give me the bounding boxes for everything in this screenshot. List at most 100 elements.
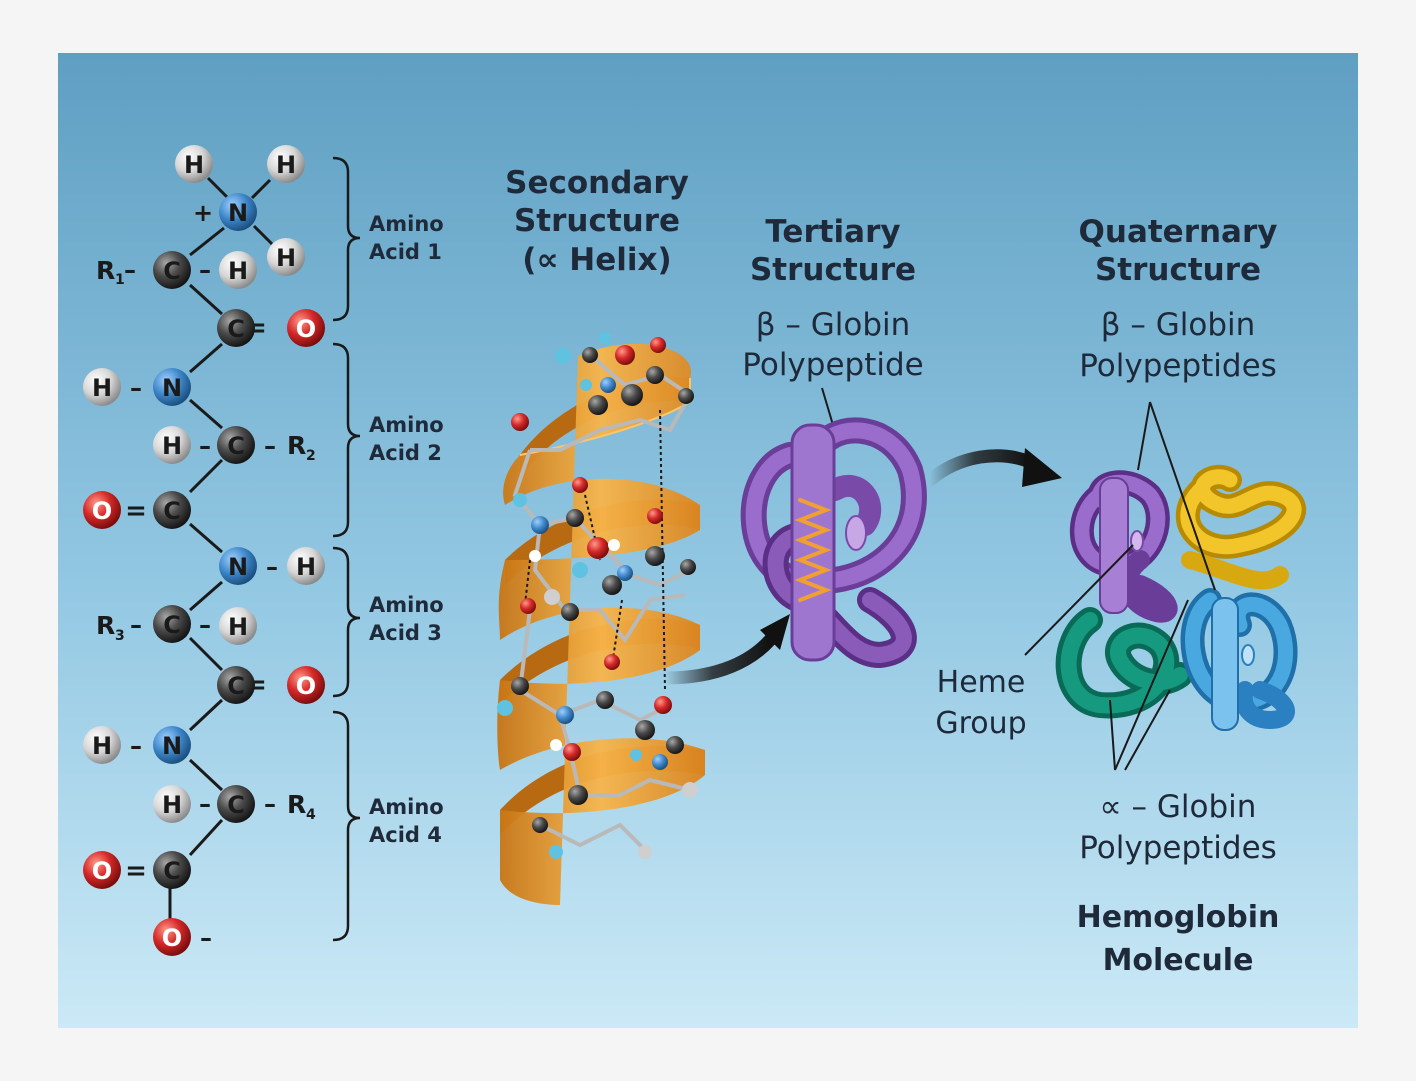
bond-n-h-3: – [266, 553, 278, 581]
secondary-title-line1: Secondary [505, 165, 689, 201]
svg-text:H: H [184, 151, 204, 179]
atom-c: C [217, 785, 255, 823]
svg-text:H: H [162, 432, 182, 460]
quaternary-pointers [1024, 401, 1216, 771]
atom-c: C [153, 851, 191, 889]
quaternary-title-line2: Structure [1095, 252, 1261, 288]
svg-text:C: C [163, 257, 181, 285]
svg-text:C: C [227, 432, 245, 460]
minus-charge: – [200, 924, 212, 952]
svg-text:N: N [228, 199, 248, 227]
atom-o: O [83, 491, 121, 529]
heme-label-line2: Group [935, 706, 1026, 741]
helix-ball-atoms [497, 332, 698, 859]
tertiary-subtitle-line2: Polypeptide [742, 347, 923, 383]
atom-n: N [219, 193, 257, 231]
bond-h-c-4: – [199, 790, 211, 818]
double-bond-2: = [125, 496, 147, 526]
atom-o: O [153, 918, 191, 956]
brace-label-3-line1: Amino [369, 593, 444, 617]
alpha-globin-line2: Polypeptides [1079, 830, 1277, 866]
svg-text:R: R [287, 431, 306, 460]
atom-h: H [153, 426, 191, 464]
svg-text:3: 3 [115, 628, 125, 644]
tertiary-subtitle-line1: β – Globin [756, 307, 911, 343]
brace-2 [332, 342, 361, 538]
svg-text:H: H [162, 791, 182, 819]
brace-3 [332, 546, 361, 698]
heme-label-line1: Heme [937, 665, 1026, 700]
atom-h: H [267, 238, 305, 276]
brace-4 [332, 710, 361, 942]
atom-h: H [219, 607, 257, 645]
bond-c-h: – [199, 256, 211, 284]
svg-text:N: N [162, 732, 182, 760]
atom-c: C [153, 491, 191, 529]
svg-text:R: R [96, 611, 115, 640]
hemoglobin-label-line1: Hemoglobin [1077, 900, 1280, 935]
svg-text:4: 4 [306, 807, 316, 823]
svg-text:O: O [296, 672, 316, 700]
brace-label-2-line2: Acid 2 [369, 441, 442, 465]
svg-text:C: C [227, 791, 245, 819]
alpha-globin-line1: ∝ – Globin [1100, 789, 1257, 825]
tertiary-title-line2: Structure [750, 252, 916, 288]
atom-c: C [153, 605, 191, 643]
atom-h: H [83, 726, 121, 764]
atom-n: N [153, 726, 191, 764]
svg-text:C: C [163, 497, 181, 525]
svg-text:1: 1 [115, 272, 125, 288]
atom-h: H [175, 145, 213, 183]
atom-h: H [153, 785, 191, 823]
svg-text:O: O [92, 497, 112, 525]
svg-text:R: R [96, 256, 115, 285]
atom-c: C [217, 426, 255, 464]
arrow-helix-to-tertiary [658, 614, 790, 685]
bond-r1-c: – [124, 256, 136, 284]
primary-structure: – – = – – – = – – – = – – – = H H + N H … [83, 145, 325, 956]
brace-label-3-line2: Acid 3 [369, 621, 442, 645]
tertiary-title-line1: Tertiary [765, 214, 900, 250]
plus-charge: + [193, 199, 213, 227]
brace-label-4-line2: Acid 4 [369, 823, 442, 847]
svg-text:C: C [163, 611, 181, 639]
bond-c-r2: – [264, 432, 276, 460]
atom-h: H [267, 145, 305, 183]
beta-globin-tertiary [740, 417, 927, 669]
svg-text:O: O [296, 315, 316, 343]
svg-text:O: O [92, 857, 112, 885]
atom-c: C [217, 666, 255, 704]
svg-text:H: H [92, 732, 112, 760]
atom-c: C [217, 309, 255, 347]
double-bond-4: = [125, 856, 147, 886]
atom-c: C [153, 251, 191, 289]
svg-text:R: R [287, 790, 306, 819]
svg-text:H: H [276, 244, 296, 272]
bond-r3-c: – [130, 611, 142, 639]
atom-h: H [219, 251, 257, 289]
bond-h-n-4: – [130, 732, 142, 760]
svg-text:N: N [228, 553, 248, 581]
brace-label-4-line1: Amino [369, 795, 444, 819]
arrow-tertiary-to-quaternary [923, 448, 1062, 487]
quaternary-subtitle-line2: Polypeptides [1079, 348, 1277, 384]
chain-bonds [168, 176, 274, 920]
amino-acid-braces [332, 156, 361, 942]
quaternary-subtitle-line1: β – Globin [1101, 307, 1256, 343]
svg-text:C: C [227, 672, 245, 700]
brace-label-2-line1: Amino [369, 413, 444, 437]
hemoglobin-label-line2: Molecule [1103, 943, 1254, 978]
atom-n: N [219, 547, 257, 585]
svg-text:C: C [163, 857, 181, 885]
secondary-title-line2: Structure [514, 203, 680, 239]
svg-text:H: H [296, 553, 316, 581]
tertiary-pointer [821, 387, 834, 426]
svg-text:C: C [227, 315, 245, 343]
bond-c-r4: – [264, 790, 276, 818]
bond-h-c-2: – [199, 432, 211, 460]
atom-o: O [287, 666, 325, 704]
